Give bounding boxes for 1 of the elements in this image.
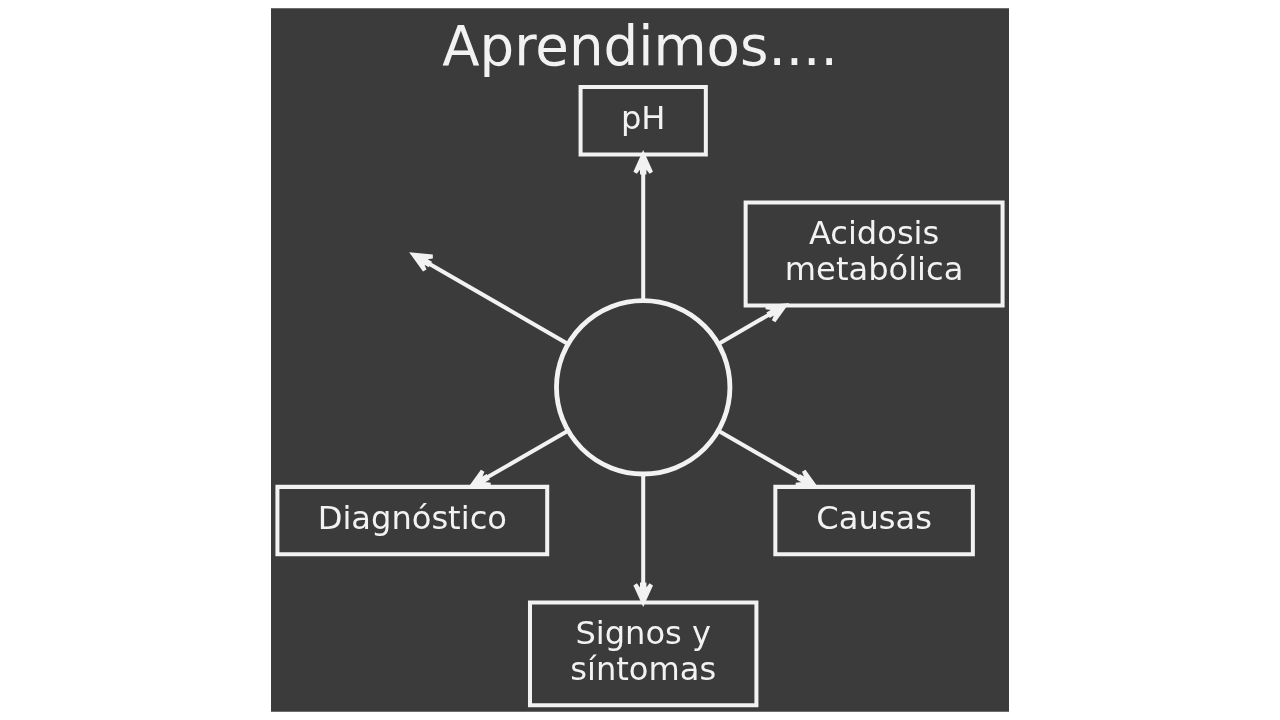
diagram-title: Aprendimos.... (442, 13, 838, 78)
